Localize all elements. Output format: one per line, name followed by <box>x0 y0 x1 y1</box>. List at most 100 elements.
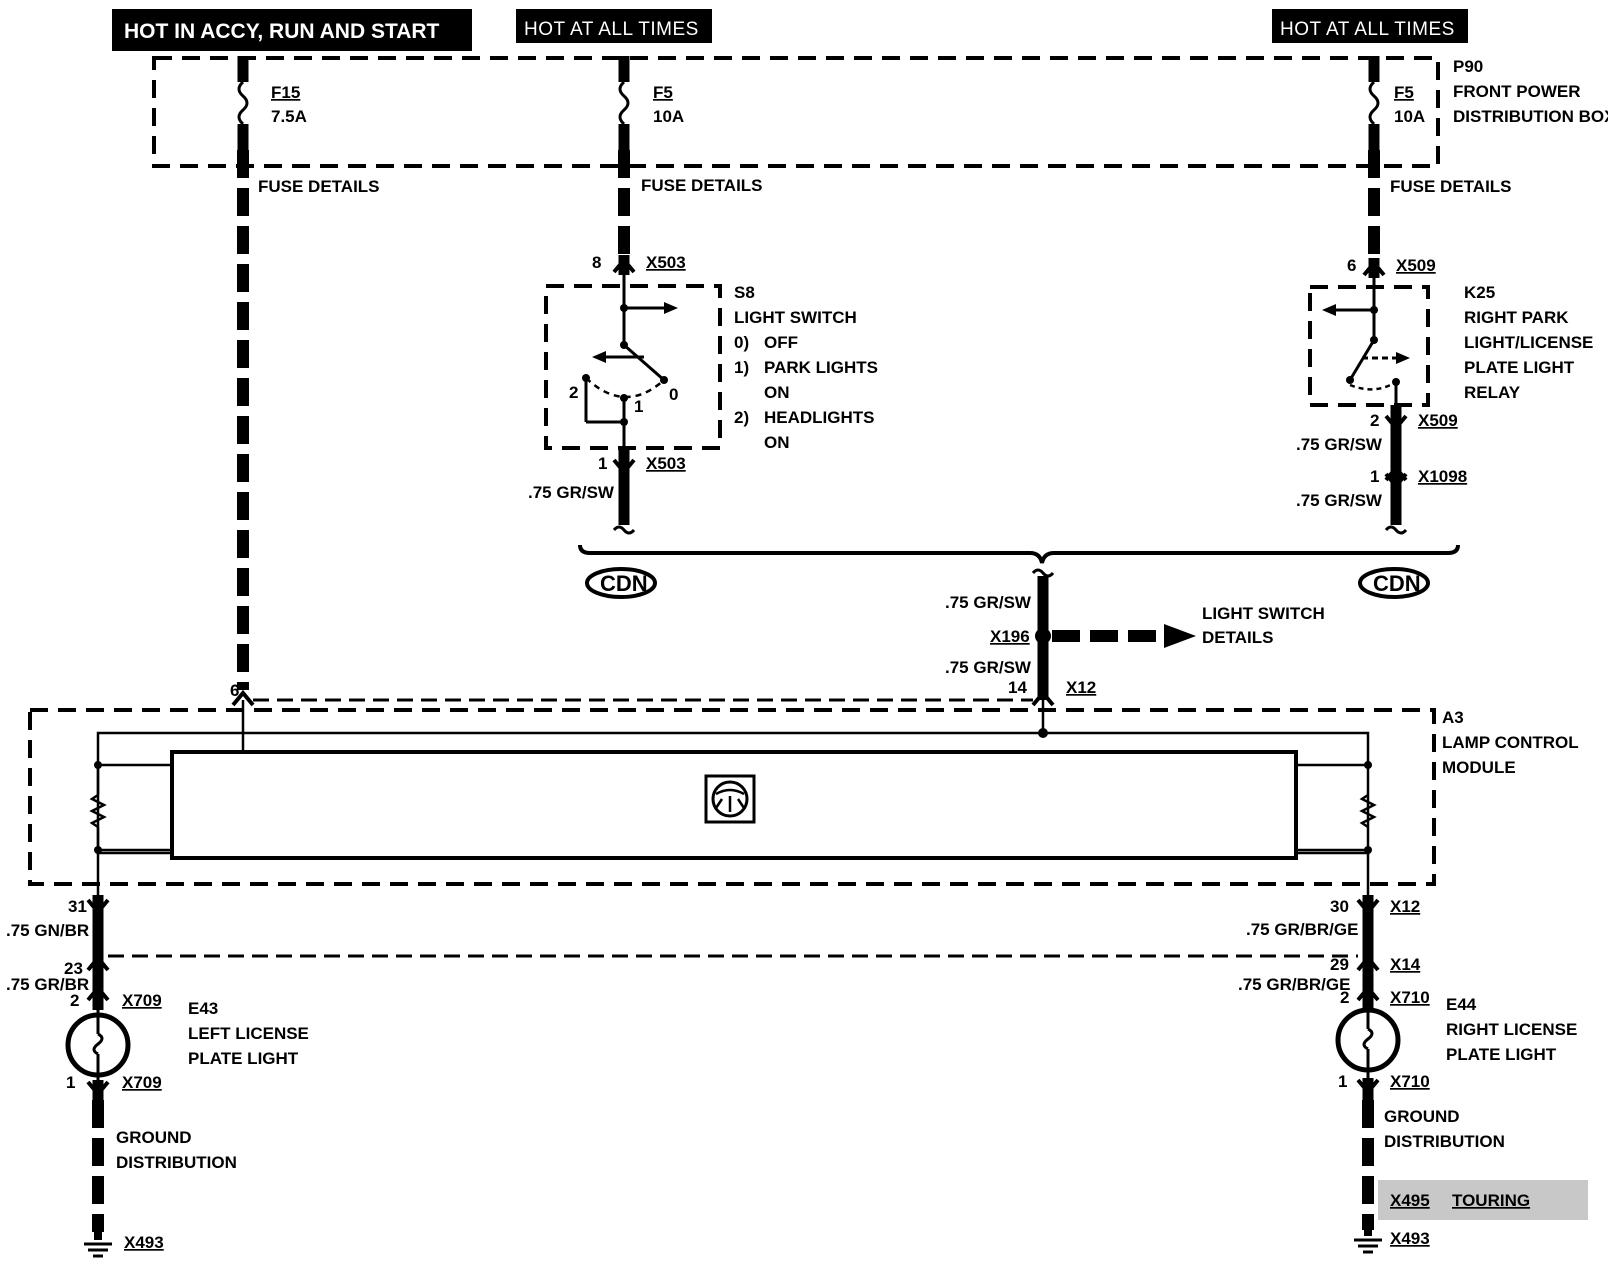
svg-text:X495: X495 <box>1390 1191 1430 1210</box>
junction-splice: X196 <box>990 627 1030 646</box>
touring-label: X495 TOURING <box>1378 1180 1588 1220</box>
module-left-input <box>231 689 255 750</box>
light-switch-connector-top <box>612 255 636 275</box>
left-ground-2: DISTRIBUTION <box>116 1153 237 1172</box>
left-lamp-pin-top: 2 <box>70 991 79 1010</box>
junction-wire <box>1031 568 1055 738</box>
s8-name: LIGHT SWITCH <box>734 308 857 327</box>
k25-top-conn: X509 <box>1396 256 1436 275</box>
relay-box <box>1308 285 1430 407</box>
junction-brace <box>578 544 1460 564</box>
svg-text:TOURING: TOURING <box>1452 1191 1530 1210</box>
module-left-resistor <box>89 761 172 854</box>
s8-pos1-text: PARK LIGHTS <box>764 358 878 377</box>
fuse-f5-right-details: FUSE DETAILS <box>1390 177 1512 196</box>
s8-pos-0: 0 <box>669 385 678 404</box>
left-license-lamp <box>65 1010 131 1080</box>
k25-name-1: RIGHT PARK <box>1464 308 1569 327</box>
left-lamp-name-2: PLATE LIGHT <box>188 1049 299 1068</box>
k25-name-2: LIGHT/LICENSE <box>1464 333 1593 352</box>
fuse-f15-id: F15 <box>271 83 300 102</box>
k25-bottom-pin: 2 <box>1370 411 1379 430</box>
s8-pos2-text: HEADLIGHTS <box>764 408 875 427</box>
light-switch-symbol <box>582 275 678 448</box>
steering-wheel-icon <box>704 774 756 824</box>
power-box-name-1: FRONT POWER <box>1453 82 1581 101</box>
right-lamp-conn-bottom: X710 <box>1390 1072 1430 1091</box>
module-id: A3 <box>1442 708 1464 727</box>
relay-connector-top <box>1362 258 1386 278</box>
svg-text:HOT AT ALL TIMES: HOT AT ALL TIMES <box>524 19 699 40</box>
fuse-f15-rating: 7.5A <box>271 107 307 126</box>
fuse-f15 <box>237 56 249 150</box>
right-pin-2: 29 <box>1330 955 1349 974</box>
left-ground-1: GROUND <box>116 1128 192 1147</box>
left-lamp-conn-bottom: X709 <box>122 1073 162 1092</box>
details-arrow <box>1052 624 1196 648</box>
s8-pos-1: 1 <box>634 397 643 416</box>
right-lamp-pin-bottom: 1 <box>1338 1072 1347 1091</box>
right-lamp-name-1: RIGHT LICENSE <box>1446 1020 1577 1039</box>
s8-pos2-num: 2) <box>734 408 749 427</box>
k25-top-pin: 6 <box>1347 256 1356 275</box>
left-lamp-id: E43 <box>188 999 218 1018</box>
header-left: HOT IN ACCY, RUN AND START <box>112 9 472 51</box>
right-wire-1: .75 GR/BR/GE <box>1246 920 1358 939</box>
s8-wire: .75 GR/SW <box>528 483 615 502</box>
cdn-right: CDN <box>1358 567 1430 599</box>
relay-connector-bottom <box>1384 405 1408 535</box>
junction-pin: 14 <box>1008 678 1027 697</box>
k25-bottom-conn: X509 <box>1418 411 1458 430</box>
k25-name-4: RELAY <box>1464 383 1521 402</box>
k25-lower-conn: X1098 <box>1418 467 1467 486</box>
s8-pos1-num: 1) <box>734 358 749 377</box>
right-conn-2: X14 <box>1390 955 1421 974</box>
s8-pos0-num: 0) <box>734 333 749 352</box>
s8-top-pin: 8 <box>592 253 601 272</box>
svg-text:CDN: CDN <box>600 571 648 596</box>
right-conn-1: X12 <box>1390 897 1420 916</box>
module-name-1: LAMP CONTROL <box>1442 733 1579 752</box>
left-wire-2: .75 GR/BR <box>6 975 89 994</box>
relay-symbol <box>1322 278 1410 405</box>
right-wire-2: .75 GR/BR/GE <box>1238 975 1350 994</box>
right-lamp-pin-top: 2 <box>1340 988 1349 1007</box>
left-output-wire <box>86 853 110 1010</box>
svg-text:HOT AT ALL TIMES: HOT AT ALL TIMES <box>1280 19 1455 40</box>
power-box-id: P90 <box>1453 57 1483 76</box>
right-lamp-conn-top: X710 <box>1390 988 1430 1007</box>
fuse-f15-details: FUSE DETAILS <box>258 177 380 196</box>
right-ground-conn: X493 <box>1390 1229 1430 1248</box>
left-lamp-conn-top: X709 <box>122 991 162 1010</box>
light-switch-details-1: LIGHT SWITCH <box>1202 604 1325 623</box>
left-pin-1: 31 <box>68 897 87 916</box>
cdn-left: CDN <box>585 567 657 599</box>
right-output-wire <box>1356 853 1380 1010</box>
fuse-f5-middle-id: F5 <box>653 83 673 102</box>
s8-top-conn: X503 <box>646 253 686 272</box>
svg-text:CDN: CDN <box>1373 571 1421 596</box>
right-ground-icon <box>1354 1228 1382 1254</box>
right-ground-1: GROUND <box>1384 1107 1460 1126</box>
right-license-lamp <box>1335 1007 1401 1078</box>
module-right-resistor <box>1296 761 1377 854</box>
fuse-f5-right-id: F5 <box>1394 83 1414 102</box>
s8-pos-2: 2 <box>569 383 578 402</box>
right-ground-2: DISTRIBUTION <box>1384 1132 1505 1151</box>
s8-pos2-text2: ON <box>764 433 790 452</box>
junction-conn: X12 <box>1066 678 1096 697</box>
left-ground-icon <box>84 1232 112 1258</box>
s8-pos1-text2: ON <box>764 383 790 402</box>
junction-wire-top: .75 GR/SW <box>945 593 1032 612</box>
junction-wire-bottom: .75 GR/SW <box>945 658 1032 677</box>
light-switch-connector-bottom <box>612 448 636 535</box>
power-box-name-2: DISTRIBUTION BOX <box>1453 107 1608 126</box>
light-switch-box <box>544 284 722 450</box>
header-right: HOT AT ALL TIMES <box>1272 9 1468 43</box>
right-pin-1: 30 <box>1330 897 1349 916</box>
fuse-f5-middle-details: FUSE DETAILS <box>641 176 763 195</box>
right-lamp-id: E44 <box>1446 995 1477 1014</box>
module-name-2: MODULE <box>1442 758 1516 777</box>
module-outline <box>28 708 1436 886</box>
